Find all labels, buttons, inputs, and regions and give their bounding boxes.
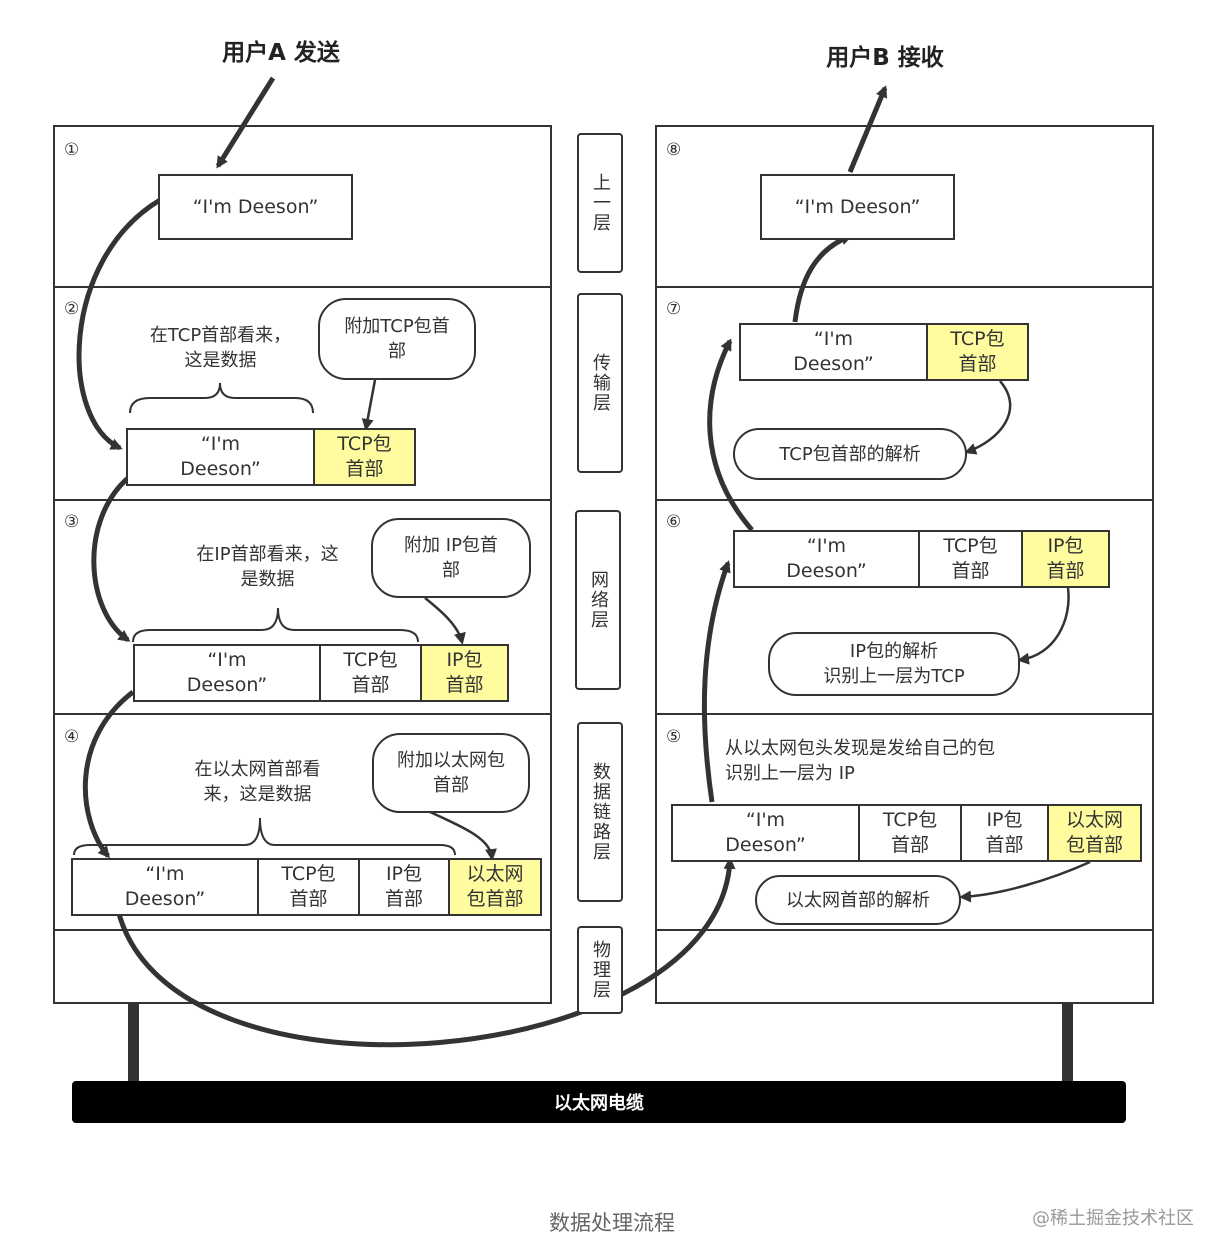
receiver-network-ip-header-cell: IP包 首部 xyxy=(1021,530,1110,588)
receiver-step-6: ⑥ xyxy=(666,512,682,532)
receiver-cable-leg xyxy=(1062,1003,1073,1083)
layer-label-datalink: 数据链路层 xyxy=(577,722,623,902)
sender-datalink-bubble: 附加以太网包 首部 xyxy=(372,733,530,813)
sender-host-frame xyxy=(53,125,552,1004)
receiver-step-5: ⑤ xyxy=(666,727,682,747)
receiver-datalink-bubble: 以太网首部的解析 xyxy=(755,875,961,925)
sender-transport-note: 在TCP首部看来， 这是数据 xyxy=(149,325,292,371)
watermark: @稀土掘金技术社区 xyxy=(1032,1208,1194,1229)
receiver-transport-data-cell: “I'm Deeson” xyxy=(739,323,928,381)
sender-transport-data-cell: “I'm Deeson” xyxy=(126,428,315,486)
sender-transport-bubble: 附加TCP包首 部 xyxy=(318,298,476,380)
receiver-transport-bubble: TCP包首部的解析 xyxy=(733,428,967,480)
sender-network-data-cell: “I'm Deeson” xyxy=(133,644,321,702)
receiver-title: 用户B 接收 xyxy=(826,45,944,71)
sender-network-tcp-header-cell: TCP包 首部 xyxy=(319,644,422,702)
receiver-network-tcp-header-cell: TCP包 首部 xyxy=(918,530,1023,588)
sender-transport-tcp-header-cell: TCP包 首部 xyxy=(313,428,416,486)
sender-step-2: ② xyxy=(64,299,80,319)
sender-datalink-data-cell: “I'm Deeson” xyxy=(71,858,259,916)
sender-datalink-ip-header-cell: IP包 首部 xyxy=(358,858,450,916)
sender-step-1: ① xyxy=(64,140,80,160)
sender-cable-leg xyxy=(128,1003,139,1083)
receiver-datalink-ip-header-cell: IP包 首部 xyxy=(960,804,1049,862)
receiver-host-frame xyxy=(655,125,1154,1004)
data-brackets xyxy=(73,382,456,856)
sender-network-ip-header-cell: IP包 首部 xyxy=(420,644,509,702)
receiver-transport-tcp-header-cell: TCP包 首部 xyxy=(926,323,1029,381)
receiver-step-7: ⑦ xyxy=(666,299,682,319)
receiver-network-data-cell: “I'm Deeson” xyxy=(733,530,920,588)
sender-datalink-note: 在以太网首部看 来，这是数据 xyxy=(194,759,321,805)
layer-label-upper: 上一层 xyxy=(577,133,623,273)
receiver-datalink-note: 从以太网包头发现是发给自己的包 识别上一层为 IP xyxy=(725,738,995,784)
receiver-step-8: ⑧ xyxy=(666,140,682,160)
receiver-datalink-data-cell: “I'm Deeson” xyxy=(671,804,860,862)
figure-caption: 数据处理流程 xyxy=(549,1211,675,1235)
sender-title: 用户A 发送 xyxy=(222,40,340,66)
sender-step-4: ④ xyxy=(64,727,80,747)
sender-network-note: 在IP首部看来，这 是数据 xyxy=(196,544,339,590)
layer-label-physical: 物理层 xyxy=(577,926,623,1014)
receiver-network-bubble: IP包的解析 识别上一层为TCP xyxy=(768,632,1020,696)
layer-label-network: 网络层 xyxy=(575,510,621,690)
sender-message-box: “I'm Deeson” xyxy=(158,174,353,240)
bubble-arrows xyxy=(361,379,1091,903)
sender-datalink-tcp-header-cell: TCP包 首部 xyxy=(257,858,360,916)
flow-arrows xyxy=(76,76,888,1048)
layer-separators xyxy=(54,286,1153,931)
sender-network-bubble: 附加 IP包首 部 xyxy=(371,518,531,598)
receiver-datalink-tcp-header-cell: TCP包 首部 xyxy=(858,804,962,862)
receiver-message-box: “I'm Deeson” xyxy=(760,174,955,240)
ethernet-cable: 以太网电缆 xyxy=(72,1081,1126,1123)
sender-datalink-ethernet-header-cell: 以太网 包首部 xyxy=(448,858,542,916)
layer-label-transport: 传输层 xyxy=(577,293,623,473)
sender-step-3: ③ xyxy=(64,512,80,532)
receiver-datalink-ethernet-header-cell: 以太网 包首部 xyxy=(1047,804,1142,862)
